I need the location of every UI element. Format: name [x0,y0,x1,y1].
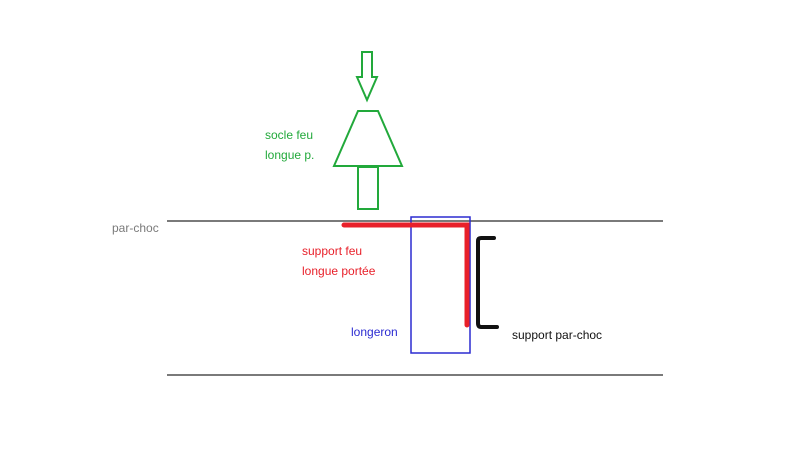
support-feu-label-line1: support feu [302,244,363,258]
support-par-choc-label: support par-choc [512,328,603,342]
light-support-bracket [341,222,470,328]
longeron-rect [410,216,471,354]
longeron-label: longeron [351,325,398,339]
socle-feu-label-line2: longue p. [265,148,315,162]
socle-feu-label-line1: socle feu [265,128,314,142]
par-choc-label: par-choc [112,221,159,235]
lamp-base-trapezoid [332,110,404,167]
support-feu-label-line2: longue portée [302,264,376,278]
bumper-support-bracket [476,236,499,329]
down-arrow-icon [355,51,379,103]
lamp-base-stem [357,166,379,210]
